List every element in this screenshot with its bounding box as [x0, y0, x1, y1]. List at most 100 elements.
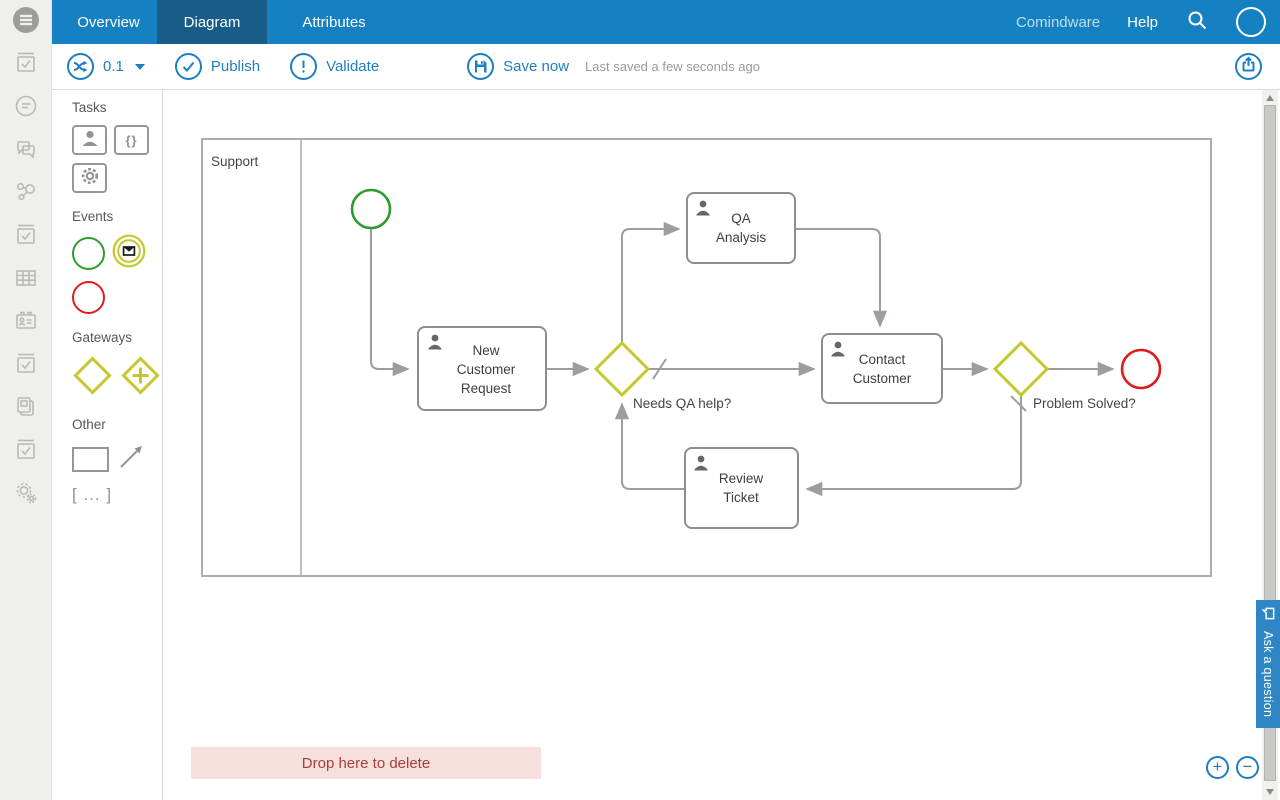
- gateway-needs-qa-help[interactable]: [593, 340, 651, 398]
- palette-start-event[interactable]: [72, 237, 105, 270]
- scroll-up-arrow[interactable]: [1266, 95, 1274, 101]
- sequence-flows: [370, 221, 1115, 497]
- palette-pool-shape[interactable]: [72, 447, 109, 472]
- sidebar-item-settings[interactable]: [0, 474, 52, 517]
- palette-connector-arrow[interactable]: [116, 442, 146, 477]
- flow-review-to-gateway1[interactable]: [614, 402, 685, 490]
- search-icon[interactable]: [1185, 8, 1209, 37]
- help-link[interactable]: Help: [1127, 13, 1158, 31]
- flow-start-to-new-request[interactable]: [370, 229, 410, 377]
- scroll-down-arrow[interactable]: [1266, 789, 1274, 795]
- pool-border: [201, 138, 1212, 577]
- brand-label: Comindware: [1015, 13, 1101, 31]
- palette-end-event[interactable]: [72, 281, 105, 314]
- feedback-bubble-icon: [1261, 606, 1276, 626]
- circle-list-icon: [13, 93, 39, 124]
- default-flow-marker-gateway2: [1010, 395, 1027, 412]
- palette-section-other: Other: [72, 417, 106, 432]
- palette-exclusive-gateway[interactable]: [72, 355, 113, 401]
- flow-qa-to-contact[interactable]: [795, 228, 888, 328]
- sidebar-item-requests[interactable]: [0, 87, 52, 130]
- version-label: 0.1: [103, 58, 124, 75]
- top-navigation-bar: Overview Diagram Attributes Comindware H…: [52, 0, 1280, 44]
- publish-label: Publish: [210, 58, 261, 75]
- user-icon: [831, 341, 845, 357]
- last-saved-status: Last saved a few seconds ago: [585, 59, 760, 74]
- gateway-label-problem-solved: Problem Solved?: [1033, 396, 1136, 411]
- task-qa-analysis[interactable]: [686, 192, 796, 264]
- palette-section-gateways: Gateways: [72, 330, 133, 345]
- export-button[interactable]: [1235, 53, 1262, 80]
- task-label-review-ticket: Review Ticket: [718, 471, 764, 505]
- palette-user-task[interactable]: [72, 125, 107, 155]
- task-label-new-customer-request: New Customer Request: [456, 342, 516, 396]
- tab-diagram[interactable]: Diagram: [157, 0, 267, 44]
- sidebar-item-cases[interactable]: [0, 345, 52, 388]
- palette-parallel-gateway[interactable]: [120, 355, 161, 401]
- task-review-ticket[interactable]: [684, 447, 799, 529]
- palette-group-shape[interactable]: [ ... ]: [72, 485, 113, 504]
- validate-label: Validate: [326, 58, 380, 75]
- save-now-button[interactable]: Save now: [467, 53, 569, 80]
- gateway-problem-solved[interactable]: [992, 340, 1050, 398]
- export-icon: [1237, 53, 1260, 81]
- task-label-qa-analysis: QA Analysis: [715, 211, 767, 245]
- lane-label: Support: [211, 154, 259, 169]
- drop-delete-zone[interactable]: Drop here to delete: [191, 747, 541, 779]
- zoom-out-button[interactable]: −: [1236, 756, 1259, 779]
- publish-button[interactable]: Publish: [174, 53, 261, 80]
- avatar[interactable]: [1236, 7, 1266, 37]
- floppy-disk-icon: [467, 53, 495, 80]
- sidebar-item-approvals[interactable]: [0, 216, 52, 259]
- sidebar-item-tables[interactable]: [0, 259, 52, 302]
- inbox-check-icon: [13, 50, 39, 81]
- ask-a-question-tab[interactable]: Ask a question: [1256, 600, 1280, 728]
- sidebar-item-people[interactable]: [0, 302, 52, 345]
- shape-palette: Tasks {} Events: [52, 90, 163, 800]
- gear-icon: [80, 166, 100, 191]
- default-flow-marker-gateway1: [652, 358, 667, 380]
- validate-button[interactable]: Validate: [290, 53, 379, 80]
- user-task-icons: [428, 200, 845, 471]
- diagram-toolbar: 0.1 Publish Validate Save now Last saved…: [52, 44, 1280, 90]
- node-graph-icon: [13, 179, 39, 210]
- bpmn-pool[interactable]: Support New Customer Request QA Analysis…: [201, 138, 1212, 577]
- inbox-check-icon-4: [13, 437, 39, 468]
- end-event[interactable]: [1120, 348, 1162, 390]
- flow-gateway1-to-qa[interactable]: [621, 221, 681, 343]
- tab-overview[interactable]: Overview: [77, 13, 140, 31]
- version-selector[interactable]: 0.1: [67, 53, 145, 80]
- exclamation-icon: [290, 53, 318, 80]
- user-icon: [428, 334, 442, 350]
- zoom-in-button[interactable]: +: [1206, 756, 1229, 779]
- main-menu-button[interactable]: [0, 0, 52, 44]
- flow-gateway2-to-review[interactable]: [805, 395, 1022, 497]
- start-event[interactable]: [350, 188, 392, 230]
- palette-script-task[interactable]: {}: [114, 125, 149, 155]
- diagram-canvas[interactable]: Support New Customer Request QA Analysis…: [164, 90, 1262, 800]
- save-now-label: Save now: [503, 58, 570, 75]
- palette-service-task[interactable]: [72, 163, 107, 193]
- task-label-contact-customer: Contact Customer: [852, 351, 912, 386]
- tab-attributes[interactable]: Attributes: [302, 13, 366, 31]
- palette-section-events: Events: [72, 209, 114, 224]
- app-sidebar: [0, 0, 52, 800]
- sidebar-item-processes[interactable]: [0, 173, 52, 216]
- inbox-check-icon-2: [13, 222, 39, 253]
- task-contact-customer[interactable]: [821, 333, 943, 404]
- gateway-label-needs-qa-help: Needs QA help?: [633, 396, 732, 411]
- version-branch-icon: [67, 53, 94, 80]
- task-new-customer-request[interactable]: [417, 326, 547, 411]
- user-icon: [694, 455, 708, 471]
- sidebar-item-discussions[interactable]: [0, 130, 52, 173]
- chat-bubbles-icon: [13, 136, 39, 167]
- sidebar-item-archive[interactable]: [0, 431, 52, 474]
- gears-icon: [13, 480, 39, 511]
- check-icon: [174, 53, 202, 80]
- sidebar-item-documents[interactable]: [0, 388, 52, 431]
- bpmn-diagram-svg: [201, 138, 1212, 577]
- sidebar-item-tasks[interactable]: [0, 44, 52, 87]
- palette-message-event[interactable]: [112, 234, 146, 273]
- script-braces-icon: {}: [125, 132, 138, 148]
- id-card-icon: [13, 308, 39, 339]
